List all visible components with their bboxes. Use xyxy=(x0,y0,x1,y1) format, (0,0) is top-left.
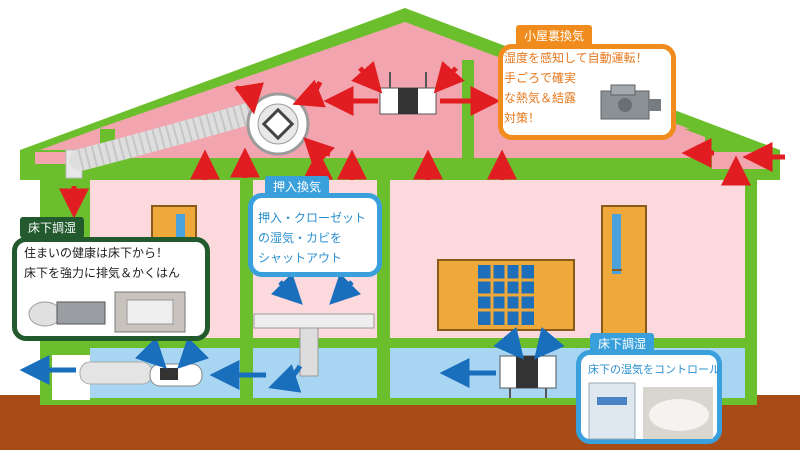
window xyxy=(437,259,575,331)
attic-ventilator xyxy=(379,72,437,115)
attic-partition xyxy=(462,60,474,160)
closet-vent xyxy=(253,313,375,377)
underfloor-product-photos xyxy=(28,291,186,333)
attic-ventilation-tag: 小屋裏換気 xyxy=(516,25,593,46)
closet-ventilation-callout xyxy=(248,193,382,277)
attic-duct xyxy=(69,101,266,171)
underfloor-fan-left xyxy=(79,361,203,387)
underfloor-right-line: 床下の湿気をコントロール xyxy=(588,363,720,376)
attic-fan xyxy=(246,92,310,156)
underfloor-fan-right xyxy=(499,355,557,398)
underfloor-left-text: 住まいの健康は床下から！ 床下を強力に排気＆かくはん xyxy=(24,243,180,283)
attic-line: 湿度を感知して自動運転！ xyxy=(504,51,648,65)
airflow-arrows-red xyxy=(59,60,785,219)
underfloor-left-callout xyxy=(12,237,210,341)
dehumidifier-product-photo xyxy=(588,382,713,440)
attic-line: 対策！ xyxy=(504,111,541,125)
closet-ventilation-text: 押入・クローゼット の湿気・カビを シャットアウト xyxy=(258,208,366,268)
attic-line: 手ごろで確実 xyxy=(504,71,577,85)
attic-ventilator-photo xyxy=(600,84,661,120)
underfloor-right-callout xyxy=(576,350,722,444)
door-right xyxy=(601,205,647,339)
attic-ventilation-callout xyxy=(498,44,676,140)
underfloor-right-text: 床下の湿気をコントロール xyxy=(588,360,720,380)
closet-line: 押入・クローゼット xyxy=(258,211,367,225)
underfloor-left-line: 住まいの健康は床下から！ xyxy=(24,246,169,260)
attic-line: な熱気＆結露 xyxy=(504,91,577,105)
closet-ventilation-tag: 押入換気 xyxy=(265,176,330,197)
closet-line: シャットアウト xyxy=(258,251,343,265)
underfloor-right-tag: 床下調湿 xyxy=(590,333,655,354)
underfloor-left-line: 床下を強力に排気＆かくはん xyxy=(24,266,181,280)
closet-line: の湿気・カビを xyxy=(258,231,343,245)
underfloor-left-tag: 床下調湿 xyxy=(20,217,85,238)
airflow-arrows-blue xyxy=(19,273,565,393)
